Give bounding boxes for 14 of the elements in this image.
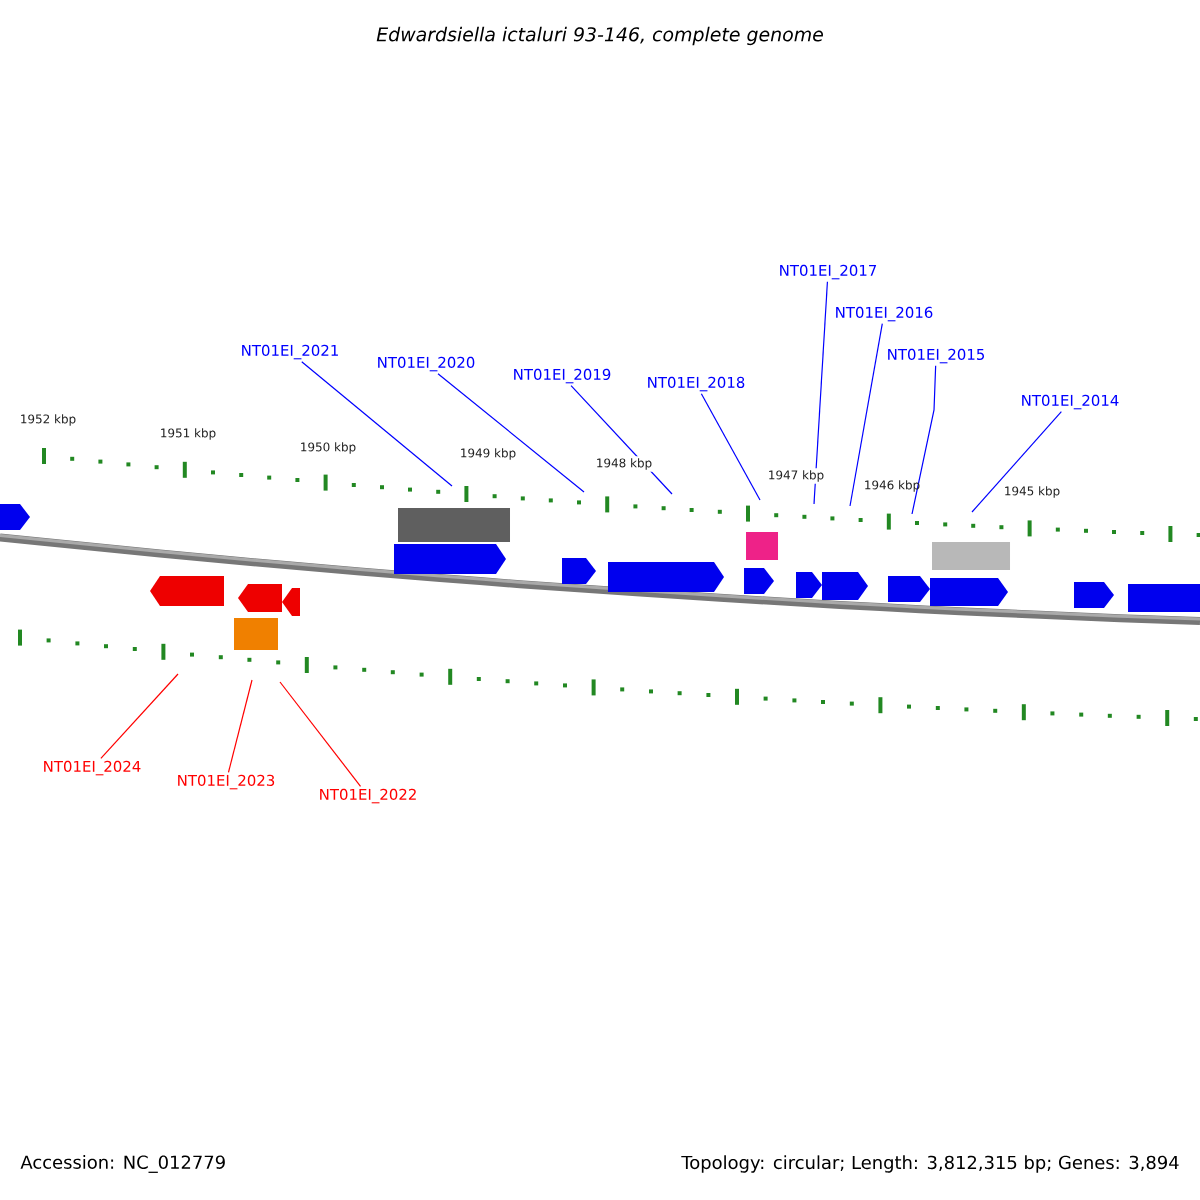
leader-line [971, 411, 1062, 513]
leader-line [301, 361, 453, 487]
leader-line [437, 373, 585, 493]
leader-line [570, 385, 673, 495]
leader-line [911, 365, 937, 515]
leader-line [227, 679, 253, 773]
leader-line [279, 681, 362, 787]
leader-line [813, 281, 829, 505]
leader-line [849, 323, 883, 507]
accession-text: Accession: NC_012779 [20, 1155, 225, 1173]
leader-line [700, 393, 761, 501]
leader-line [100, 673, 179, 759]
genome-info-text: Topology: circular; Length: 3,812,315 bp; Genes: 3,894 [681, 1155, 1179, 1173]
title: Edwardsiella ictaluri 93-146, complete genome [376, 26, 823, 46]
